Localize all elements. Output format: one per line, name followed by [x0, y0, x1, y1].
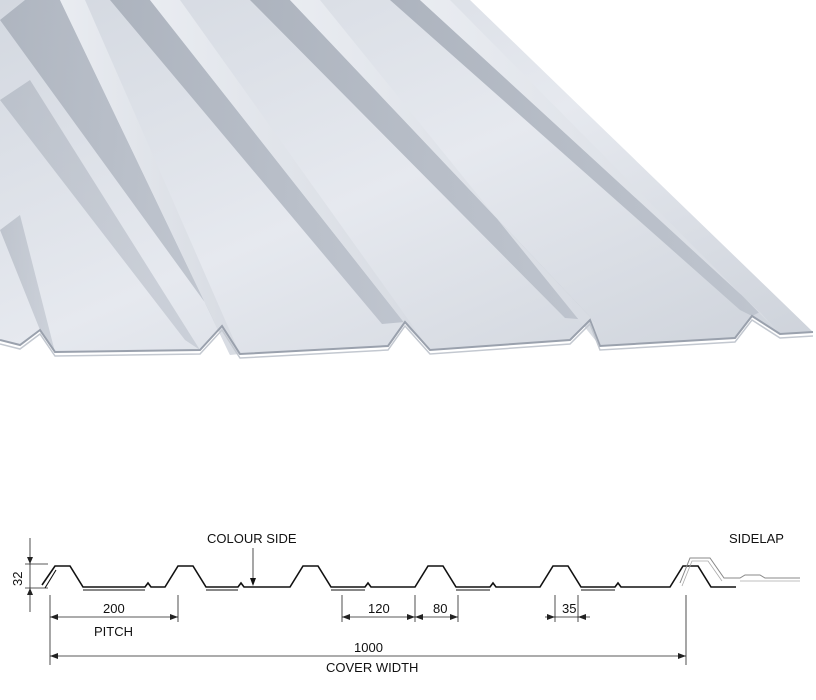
sidelap-label: SIDELAP — [729, 531, 784, 546]
profile-drawing: 32 COLOUR SIDE SIDELAP 200 PITCH 120 — [10, 531, 800, 675]
crown-width-value: 80 — [433, 601, 447, 616]
cover-width-value: 1000 — [354, 640, 383, 655]
cover-width-label: COVER WIDTH — [326, 660, 418, 675]
roof-sheet-render — [0, 0, 814, 359]
sheet-profile — [41, 565, 736, 588]
height-value: 32 — [10, 572, 25, 586]
colour-side-label: COLOUR SIDE — [207, 531, 297, 546]
pitch-value: 200 — [103, 601, 125, 616]
pitch-label: PITCH — [94, 624, 133, 639]
rib-flat-value: 35 — [562, 601, 576, 616]
height-arrow-bottom — [27, 588, 33, 595]
height-arrow-top — [27, 557, 33, 564]
sidelap-profile — [679, 557, 800, 584]
trough-width-value: 120 — [368, 601, 390, 616]
